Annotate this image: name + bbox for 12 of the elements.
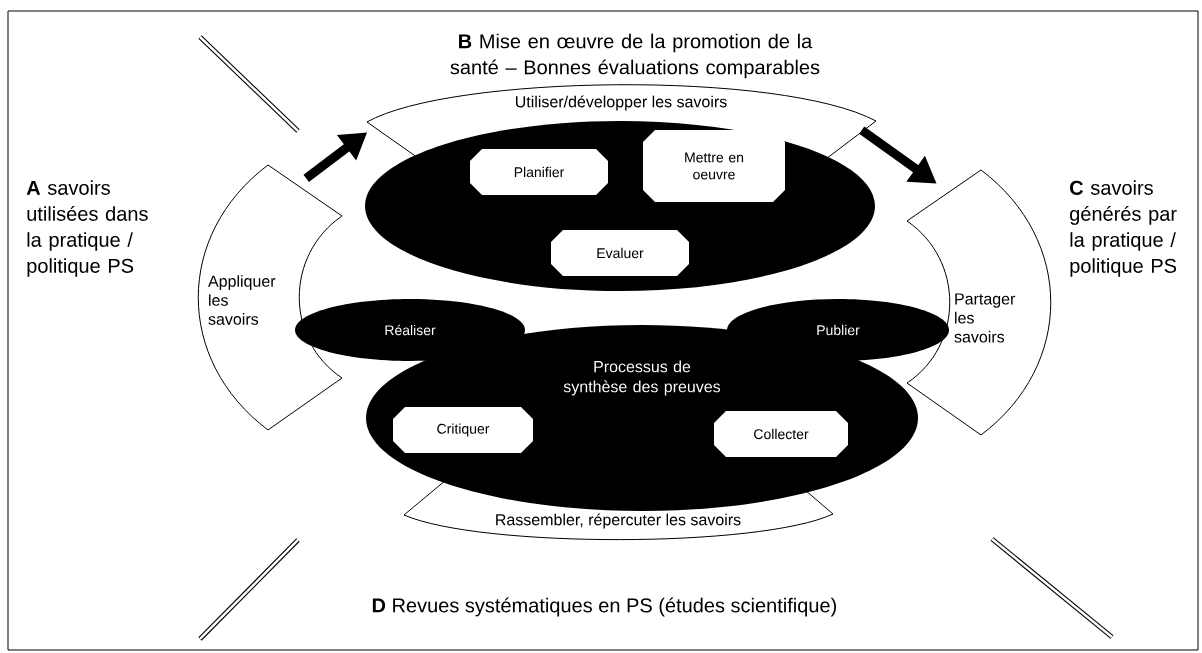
heading: A savoirs utilisées dans la pratique / politique PS — [26, 180, 148, 277]
arc-band: Partager les savoirs — [906, 169, 1052, 436]
node-label: Publier — [817, 324, 860, 336]
step-octagon: Planifier — [470, 149, 608, 195]
heading: B Mise en œuvre de la promotion de la santé – Bonnes évaluations comparables — [450, 33, 820, 79]
step-octagon: Evaluer — [551, 230, 689, 276]
step-octagon: Critiquer — [393, 407, 533, 453]
heading: D Revues systématiques en PS (études scientifique) — [372, 597, 836, 617]
step-octagon: Collecter — [714, 411, 848, 457]
heading: C savoirs générés par la pratique / politique PS — [1070, 180, 1177, 277]
arc-band: Appliquer les savoirs — [197, 164, 343, 431]
node-label: Processus de synthèse des preuves — [563, 360, 721, 396]
